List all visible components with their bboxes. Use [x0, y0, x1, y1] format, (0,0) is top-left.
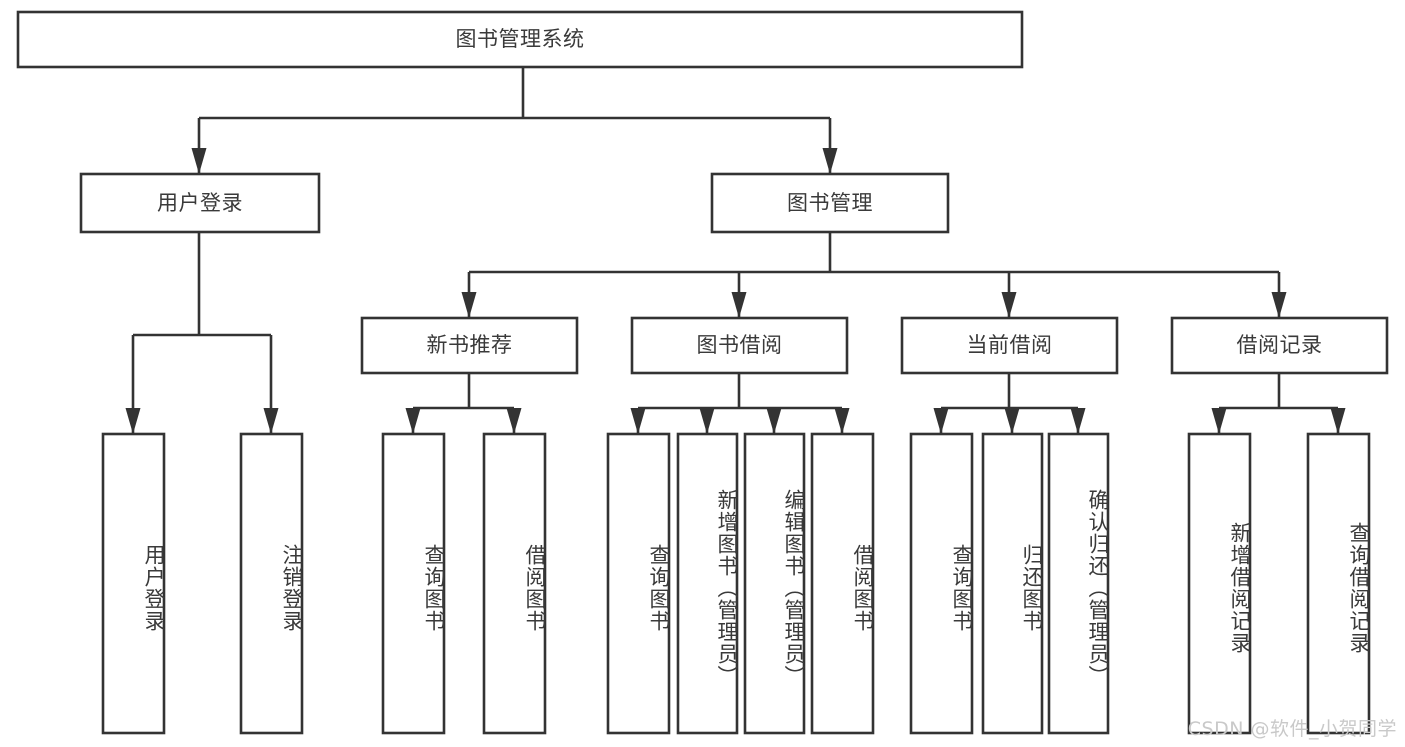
node-box-leaf-user-login[interactable]	[101, 432, 166, 735]
node-box-leaf-return-book[interactable]	[981, 432, 1044, 735]
node-box-leaf-add-record[interactable]	[1187, 432, 1252, 735]
node-box-root[interactable]	[16, 10, 1024, 69]
connector-arrowhead	[834, 408, 850, 434]
node-box-leaf-query-book-1[interactable]	[381, 432, 446, 735]
connector-arrowhead	[1330, 408, 1346, 434]
node-box-leaf-confirm-return[interactable]	[1047, 432, 1110, 735]
node-box-leaf-query-record[interactable]	[1306, 432, 1371, 735]
connector-arrowhead	[1271, 292, 1287, 318]
edges-layer	[125, 67, 1346, 434]
connector-arrowhead	[933, 408, 949, 434]
node-box-current-borrow[interactable]	[900, 316, 1119, 375]
node-box-new-book-recommend[interactable]	[360, 316, 579, 375]
connector-arrowhead	[630, 408, 646, 434]
node-box-leaf-edit-book[interactable]	[743, 432, 806, 735]
node-box-leaf-borrow-book-1[interactable]	[482, 432, 547, 735]
node-box-leaf-user-logout[interactable]	[239, 432, 304, 735]
connector-arrowhead	[1211, 408, 1227, 434]
connector-arrowhead	[461, 292, 477, 318]
connector-arrowhead	[822, 148, 838, 174]
boxes-layer	[16, 10, 1389, 735]
connector-arrowhead	[125, 408, 141, 434]
connector-arrowhead	[405, 408, 421, 434]
node-box-leaf-query-book-2[interactable]	[606, 432, 671, 735]
node-box-leaf-add-book[interactable]	[676, 432, 739, 735]
connector-arrowhead	[766, 408, 782, 434]
node-box-borrow-record[interactable]	[1170, 316, 1389, 375]
connector-arrowhead	[263, 408, 279, 434]
connector-arrowhead	[1001, 292, 1017, 318]
node-box-book-borrow[interactable]	[630, 316, 849, 375]
connector-arrowhead	[731, 292, 747, 318]
connector-arrowhead	[699, 408, 715, 434]
connector-arrowhead	[1004, 408, 1020, 434]
node-box-leaf-borrow-book-2[interactable]	[810, 432, 875, 735]
node-box-leaf-query-book-3[interactable]	[909, 432, 974, 735]
connector-arrowhead	[506, 408, 522, 434]
node-box-user-login[interactable]	[79, 172, 321, 234]
connector-arrowhead	[191, 148, 207, 174]
connector-arrowhead	[1070, 408, 1086, 434]
node-box-book-manage[interactable]	[710, 172, 950, 234]
